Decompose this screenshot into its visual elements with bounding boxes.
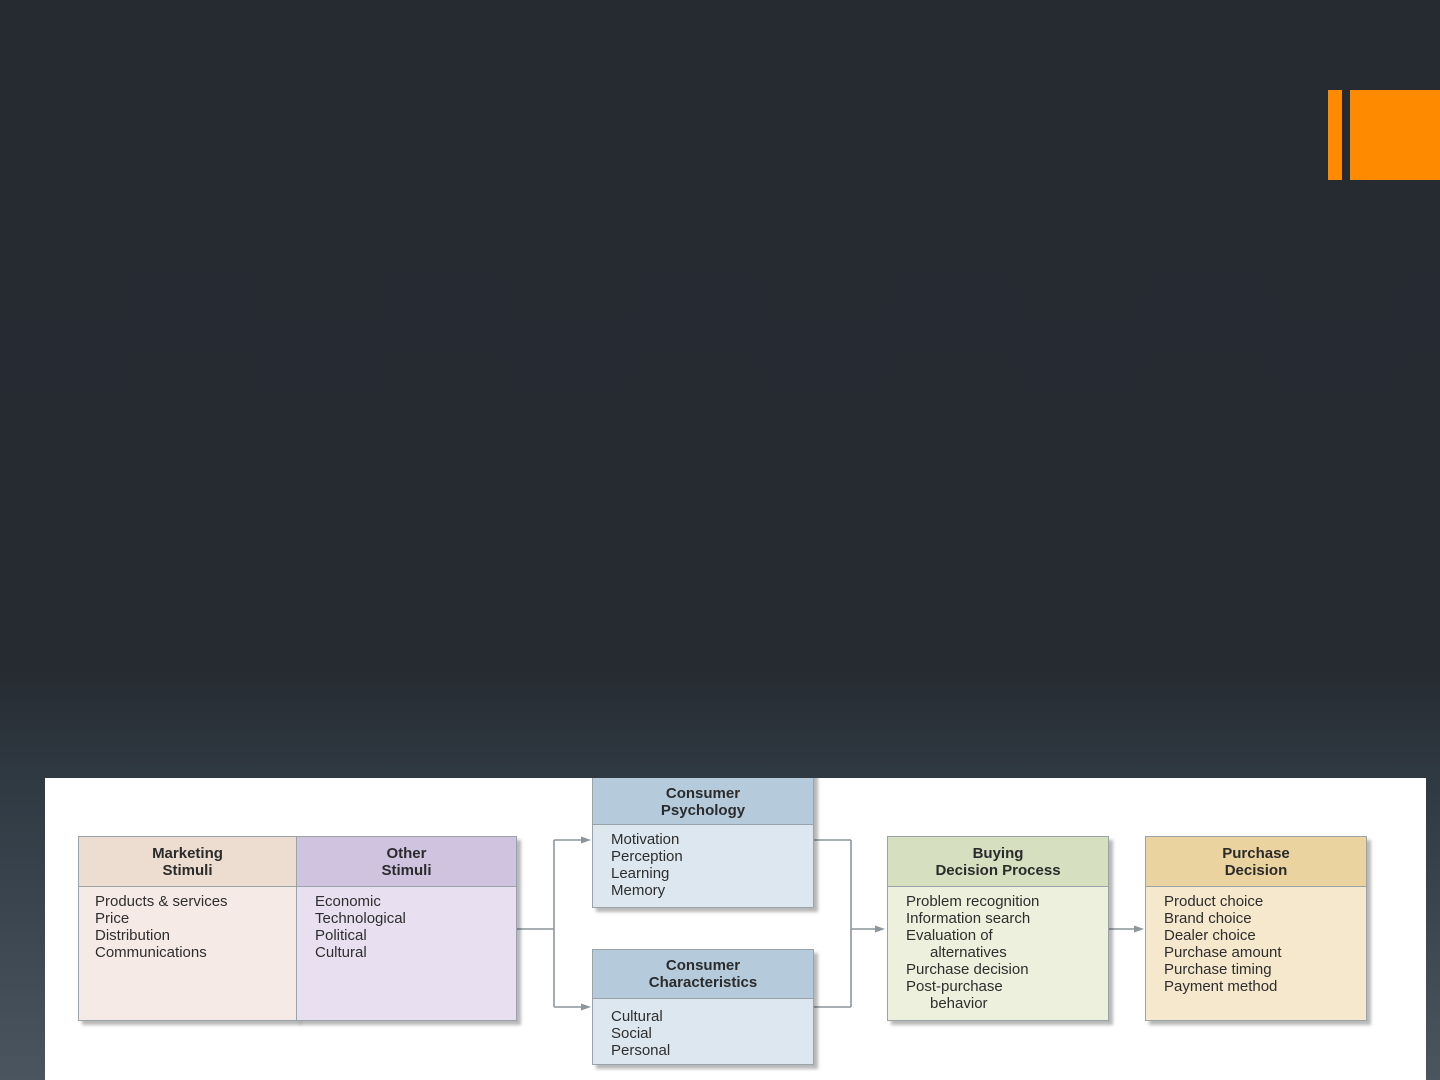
list-item: Economic <box>315 893 381 910</box>
marketing-stimuli-header: Marketing Stimuli <box>79 837 296 887</box>
list-item: Price <box>95 910 130 927</box>
list-item: Brand choice <box>1164 910 1252 927</box>
accent-bar-thin <box>1328 90 1342 180</box>
other-stimuli-list: Economic Technological Political Cultura… <box>297 887 516 1020</box>
purchase-decision-title-1: Purchase <box>1222 844 1290 862</box>
list-item: Purchase timing <box>1164 961 1272 978</box>
list-item: Product choice <box>1164 893 1264 910</box>
purchase-decision-title-2: Decision <box>1224 861 1288 879</box>
list-item: Evaluation of <box>906 927 993 944</box>
arrowhead-buying <box>875 925 885 933</box>
consumer-characteristics-title-2: Characteristics <box>648 974 758 991</box>
buying-decision-title-2: Decision Process <box>935 861 1061 879</box>
consumer-psychology-title-1: Consumer <box>665 784 741 802</box>
other-stimuli-box: Other Stimuli Economic Technological Pol… <box>296 836 517 1021</box>
list-item: Social <box>611 1025 652 1042</box>
list-item: Technological <box>315 910 406 927</box>
marketing-stimuli-box: Marketing Stimuli Products & services Pr… <box>78 836 297 1021</box>
buying-decision-title-1: Buying <box>972 844 1024 862</box>
marketing-stimuli-title-1: Marketing <box>152 844 223 862</box>
consumer-behavior-model-figure: Marketing Stimuli Products & services Pr… <box>45 778 1426 1080</box>
list-item: Memory <box>611 882 666 899</box>
accent-block <box>1350 90 1440 180</box>
list-item: behavior <box>930 995 988 1012</box>
other-stimuli-title-1: Other <box>386 844 427 862</box>
list-item: Motivation <box>611 831 680 848</box>
buying-decision-list: Problem recognition Information search E… <box>888 887 1108 1020</box>
list-item: Purchase decision <box>906 961 1029 978</box>
consumer-characteristics-header: Consumer Characteristics <box>593 950 813 999</box>
purchase-decision-list: Product choice Brand choice Dealer choic… <box>1146 887 1366 1020</box>
purchase-decision-header: Purchase Decision <box>1146 837 1366 887</box>
other-stimuli-title-2: Stimuli <box>381 861 432 879</box>
list-item: Post-purchase <box>906 978 1003 995</box>
arrowhead-psychology <box>581 836 591 844</box>
consumer-characteristics-list: Cultural Social Personal <box>593 999 813 1064</box>
marketing-stimuli-title-2: Stimuli <box>162 861 213 879</box>
list-item: Political <box>315 927 367 944</box>
list-item: Purchase amount <box>1164 944 1282 961</box>
consumer-characteristics-title-1: Consumer <box>665 957 741 974</box>
purchase-decision-box: Purchase Decision Product choice Brand c… <box>1145 836 1367 1021</box>
consumer-characteristics-box: Consumer Characteristics Cultural Social… <box>592 949 814 1065</box>
list-item: Problem recognition <box>906 893 1040 910</box>
list-item: Distribution <box>95 927 171 944</box>
marketing-stimuli-list: Products & services Price Distribution C… <box>79 887 296 1020</box>
consumer-psychology-list: Motivation Perception Learning Memory <box>593 825 813 907</box>
consumer-psychology-box: Consumer Psychology Motivation Perceptio… <box>592 778 814 908</box>
list-item: Cultural <box>315 944 367 961</box>
list-item: Payment method <box>1164 978 1278 995</box>
consumer-psychology-title-2: Psychology <box>660 801 746 819</box>
buying-decision-process-header: Buying Decision Process <box>888 837 1108 887</box>
list-item: Products & services <box>95 893 228 910</box>
list-item: Perception <box>611 848 683 865</box>
arrowhead-characteristics <box>581 1003 591 1011</box>
list-item: alternatives <box>930 944 1007 961</box>
connector-lines <box>517 836 1144 1011</box>
arrowhead-purchase <box>1134 925 1144 933</box>
list-item: Learning <box>611 865 670 882</box>
list-item: Personal <box>611 1042 671 1059</box>
other-stimuli-header: Other Stimuli <box>297 837 516 887</box>
list-item: Information search <box>906 910 1031 927</box>
list-item: Dealer choice <box>1164 927 1256 944</box>
list-item: Cultural <box>611 1008 663 1025</box>
buying-decision-process-box: Buying Decision Process Problem recognit… <box>887 836 1109 1021</box>
list-item: Communications <box>95 944 207 961</box>
consumer-psychology-header: Consumer Psychology <box>593 778 813 825</box>
